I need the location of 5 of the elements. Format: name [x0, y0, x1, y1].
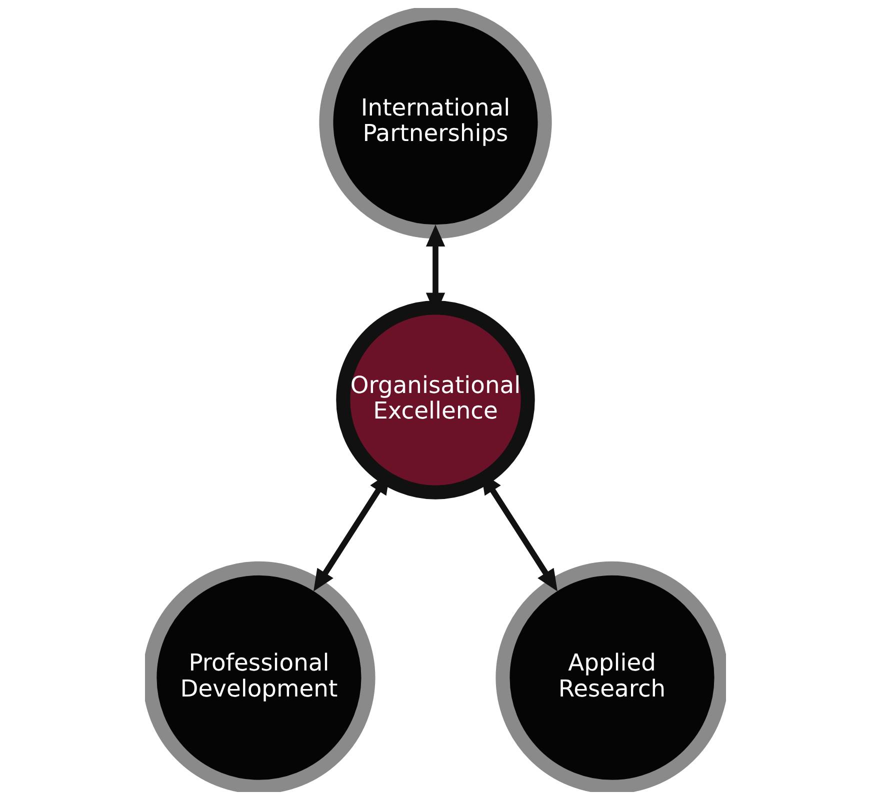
node-circle: Professional Development	[145, 561, 376, 792]
node-circle: Organisational Excellence	[336, 300, 535, 500]
node-circle: International Partnerships	[319, 8, 552, 239]
node-circle: Applied Research	[496, 561, 726, 792]
arrow	[480, 472, 558, 592]
